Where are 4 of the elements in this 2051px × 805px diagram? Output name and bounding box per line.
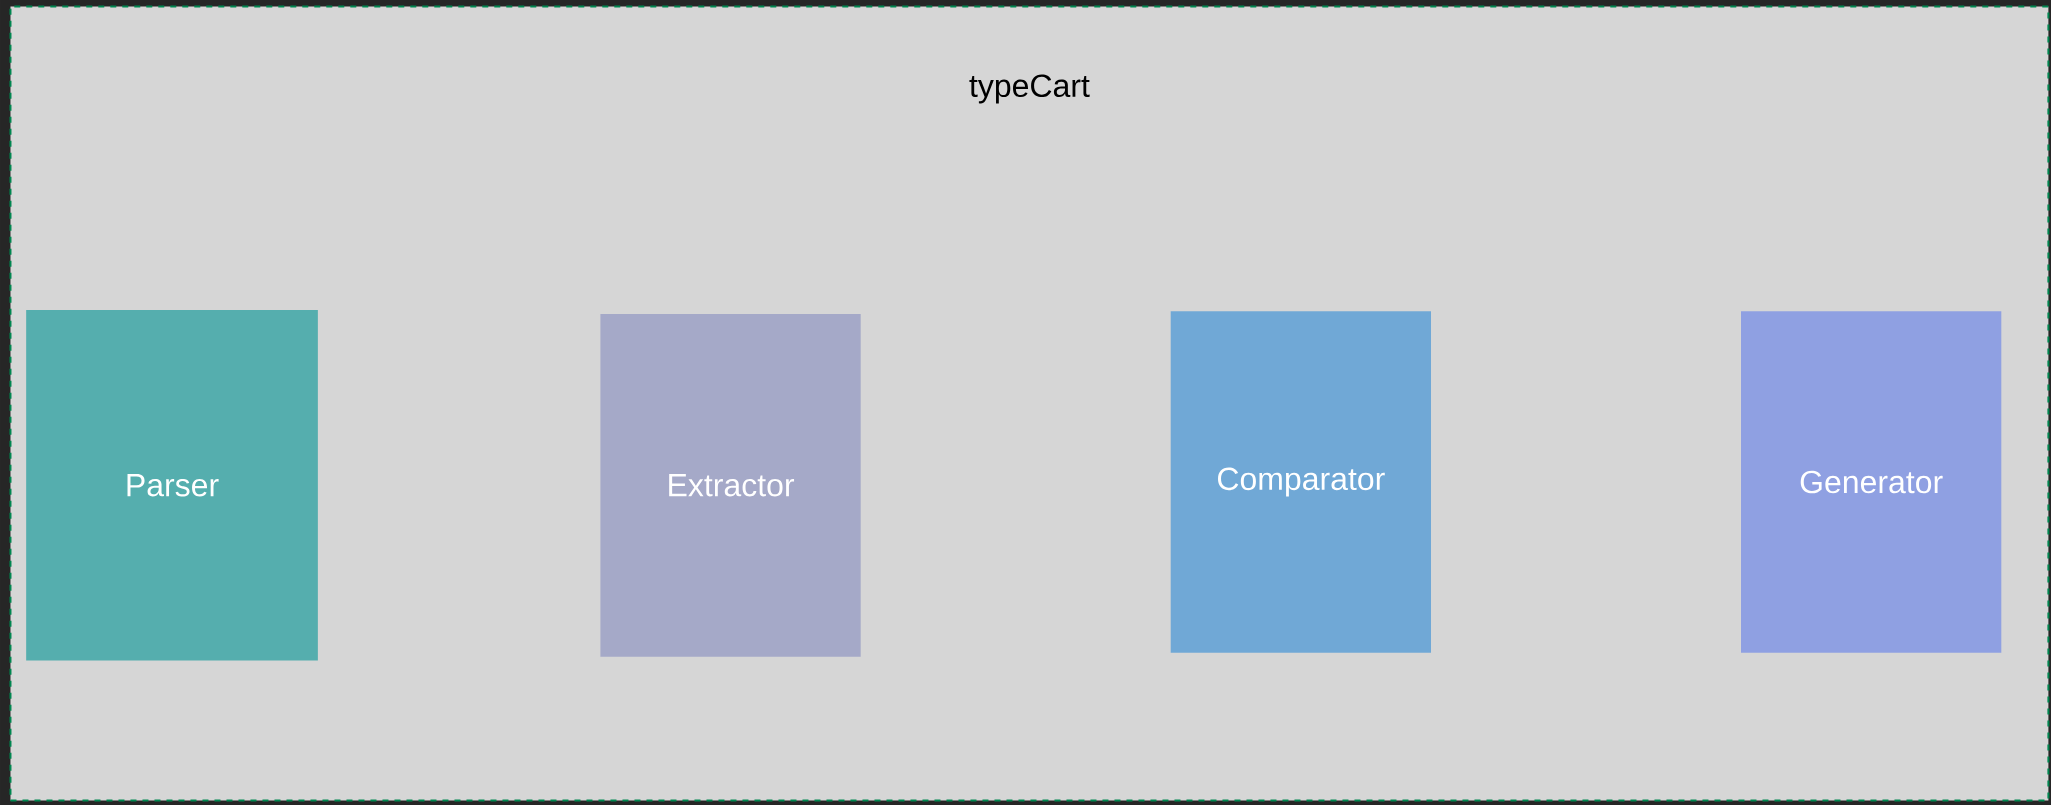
process-box: Comparator bbox=[1170, 311, 1431, 653]
process-box: Generator bbox=[1741, 311, 2002, 653]
process-box: Parser bbox=[26, 310, 318, 661]
process-box: Extractor bbox=[600, 313, 861, 657]
